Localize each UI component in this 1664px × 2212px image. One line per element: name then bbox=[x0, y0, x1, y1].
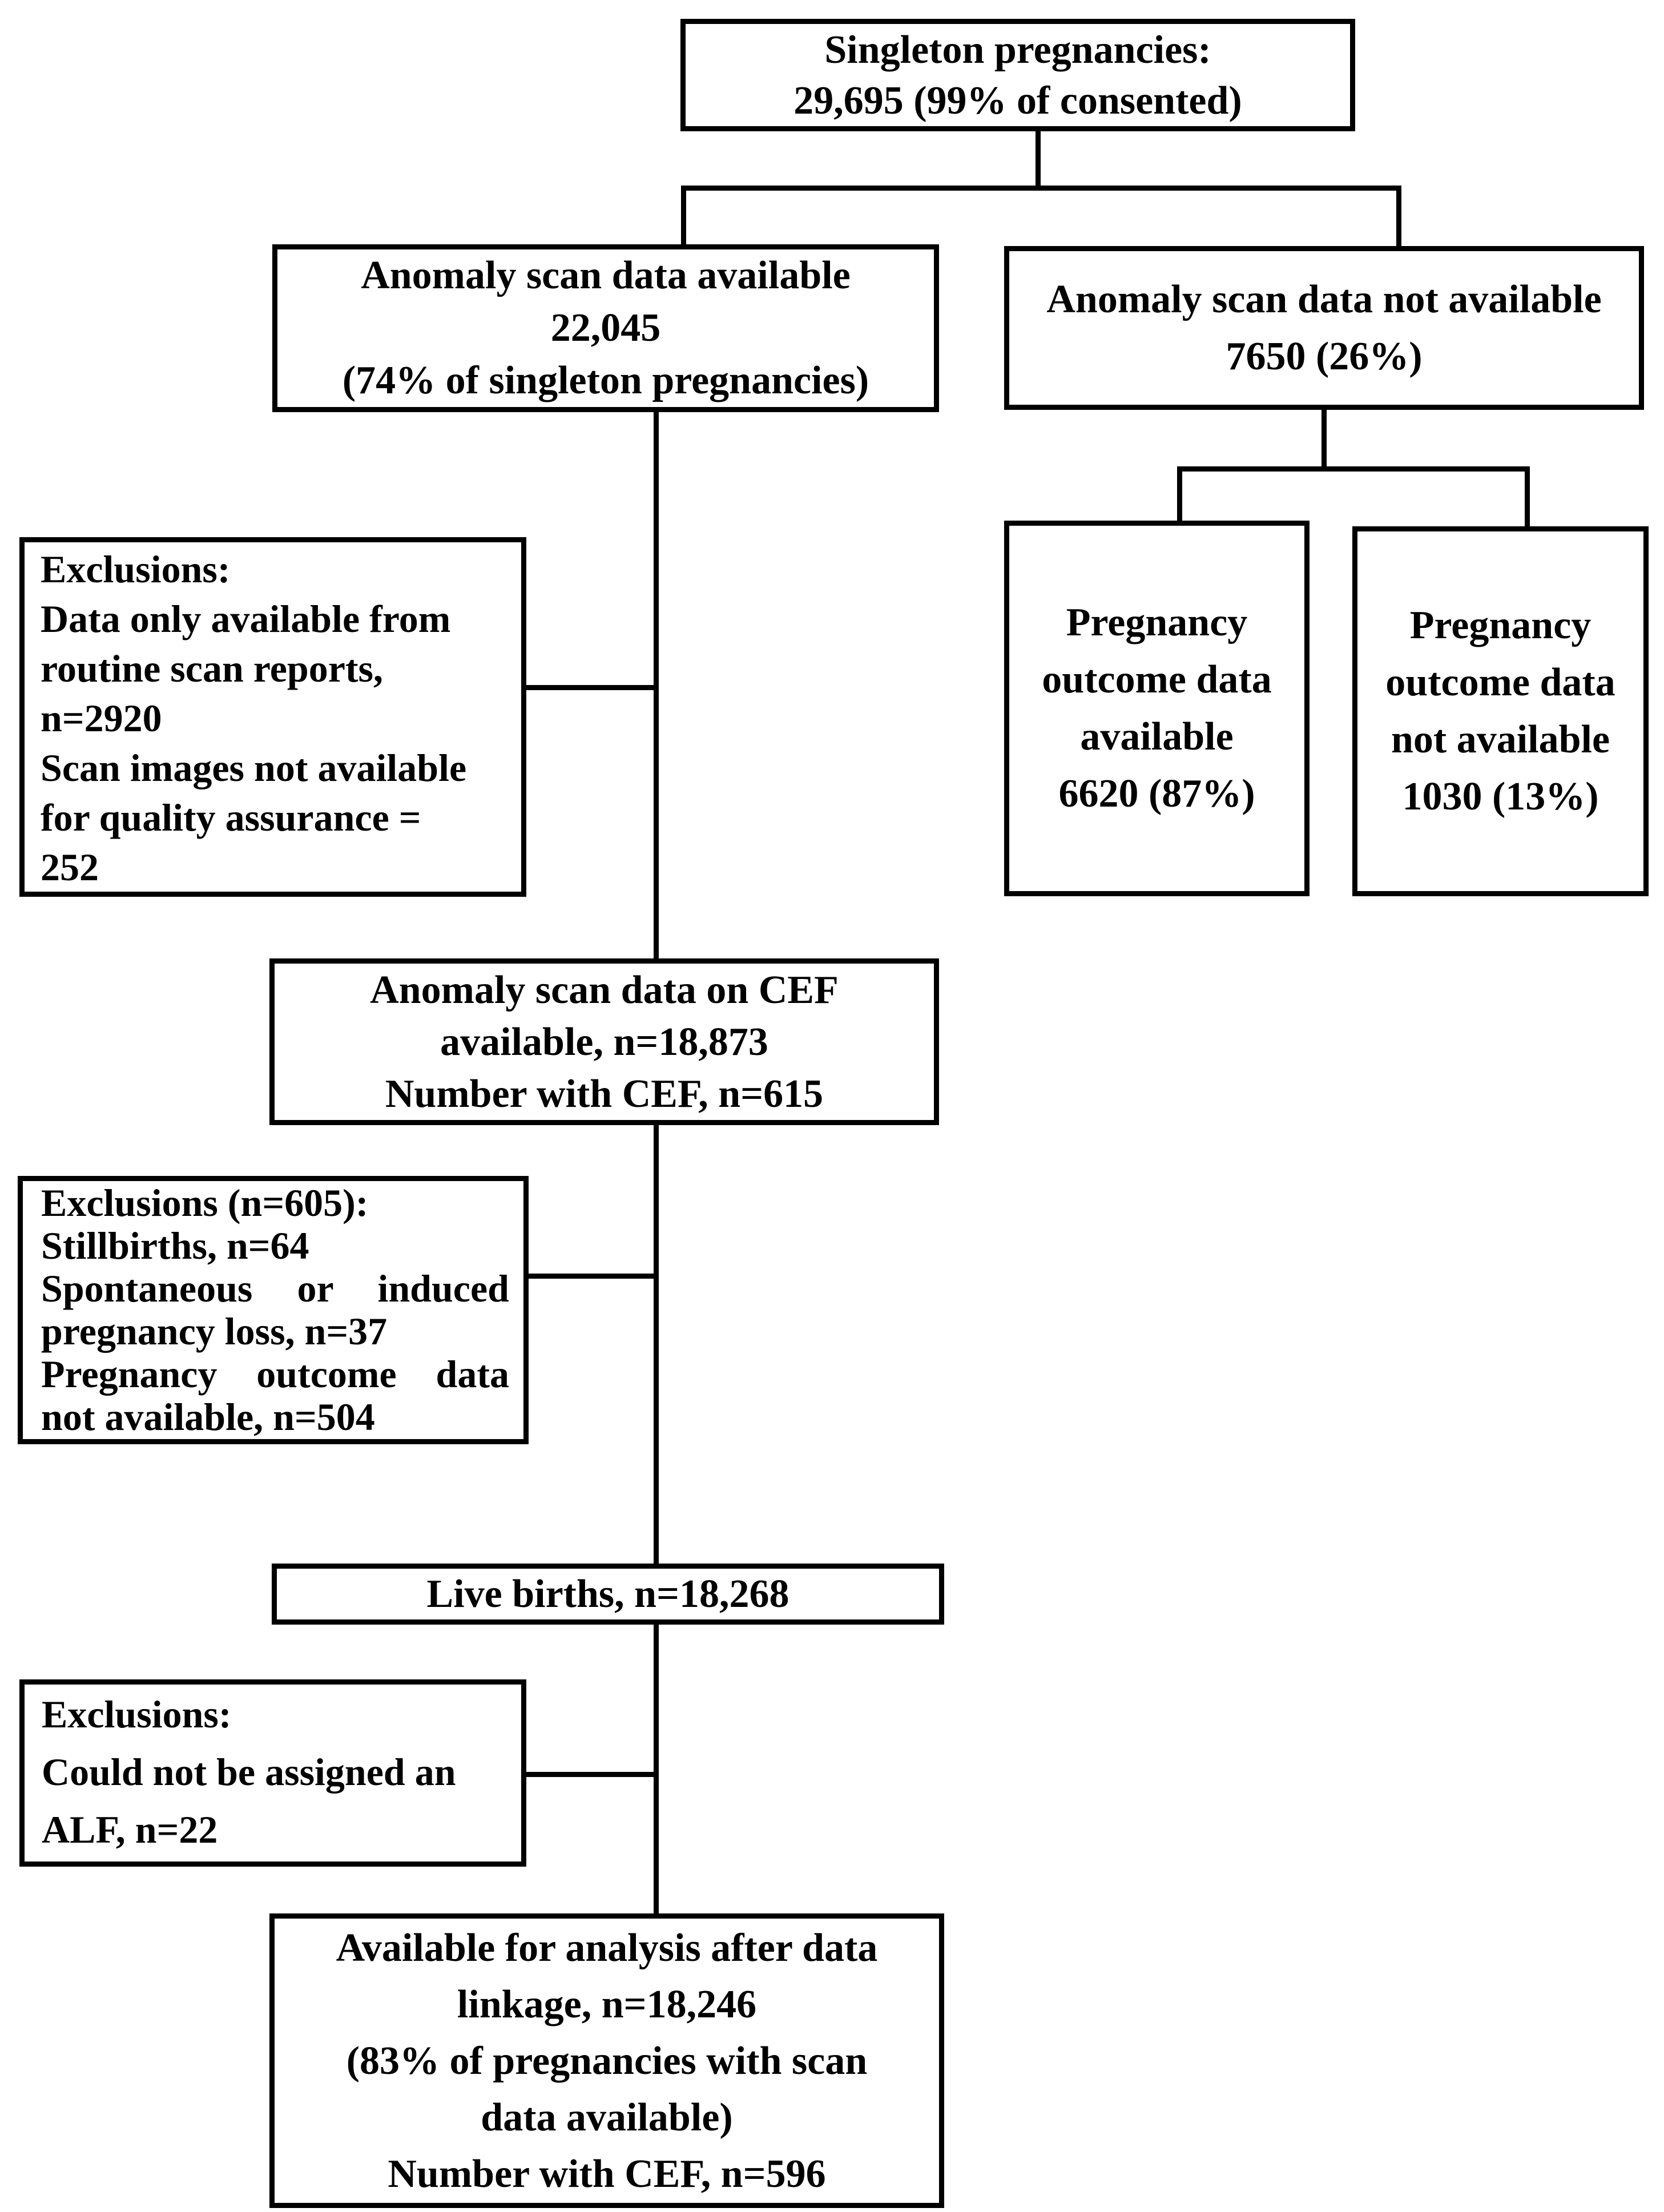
text-line: routine scan reports, bbox=[41, 647, 384, 690]
text-line: Data only available from bbox=[41, 597, 451, 640]
live-births-box: Live births, n=18,268 bbox=[272, 1564, 944, 1625]
text-line: Number with CEF, n=596 bbox=[388, 2151, 826, 2196]
connector-exclusions-3 bbox=[526, 1772, 659, 1777]
text-line: Spontaneous or induced bbox=[41, 1267, 509, 1310]
text-line: Exclusions (n=605): bbox=[41, 1181, 369, 1224]
text-line: Exclusions: bbox=[41, 547, 231, 591]
connector-top-stem bbox=[1036, 131, 1041, 191]
text-line: 7650 (26%) bbox=[1226, 334, 1423, 378]
connector-spine-2 bbox=[654, 1125, 659, 1564]
text-line: n=2920 bbox=[41, 696, 162, 740]
text-line: not available bbox=[1391, 718, 1610, 761]
text-line: Live births, n=18,268 bbox=[426, 1572, 789, 1616]
text-line: Scan images not available bbox=[41, 746, 467, 789]
text-line: (83% of pregnancies with scan bbox=[346, 2038, 868, 2083]
text-line: data available) bbox=[481, 2095, 733, 2140]
anomaly-scan-not-available-box: Anomaly scan data not available 7650 (26%… bbox=[1004, 246, 1644, 410]
pregnancy-outcome-available-box: Pregnancy outcome data available 6620 (87%) bbox=[1004, 521, 1310, 896]
text-line: Anomaly scan data on CEF bbox=[370, 968, 839, 1012]
connector-top-branch-horizontal bbox=[681, 186, 1401, 191]
singleton-pregnancies-box: Singleton pregnancies: 29,695 (99% of con… bbox=[680, 19, 1355, 131]
text-line: not available, n=504 bbox=[41, 1395, 375, 1439]
connector-right-branch-drop bbox=[1396, 186, 1401, 248]
text-line: Number with CEF, n=615 bbox=[385, 1071, 824, 1116]
text-line: linkage, n=18,246 bbox=[457, 1982, 757, 2026]
connector-right-stem bbox=[1321, 410, 1327, 469]
text-line: available, n=18,873 bbox=[440, 1020, 768, 1064]
connector-exclusions-1 bbox=[526, 685, 659, 690]
text-line: ALF, n=22 bbox=[42, 1808, 218, 1851]
text-line: Anomaly scan data not available bbox=[1046, 277, 1602, 321]
connector-outcome-available-drop bbox=[1177, 466, 1182, 522]
text-line: 1030 (13%) bbox=[1402, 775, 1599, 819]
text-line: Could not be assigned an bbox=[42, 1750, 456, 1794]
text-line: for quality assurance = bbox=[41, 796, 421, 839]
text-line: Pregnancy bbox=[1066, 601, 1248, 644]
text-line: Exclusions: bbox=[42, 1693, 232, 1736]
exclusions-alf-box: Exclusions: Could not be assigned an ALF, … bbox=[19, 1679, 526, 1867]
pregnancy-outcome-not-available-box: Pregnancy outcome data not available 1030 (… bbox=[1352, 526, 1649, 896]
text-line: Stillbirths, n=64 bbox=[41, 1224, 309, 1267]
connector-exclusions-2 bbox=[529, 1274, 659, 1279]
connector-left-branch-drop bbox=[681, 186, 686, 246]
connector-right-subbranch-horizontal bbox=[1177, 466, 1530, 472]
text-line: Anomaly scan data available bbox=[361, 253, 851, 297]
final-analysis-box: Available for analysis after data linkage… bbox=[269, 1913, 944, 2208]
text-line: Singleton pregnancies: bbox=[824, 27, 1211, 72]
text-line: Pregnancy outcome data bbox=[41, 1352, 509, 1396]
connector-spine-3 bbox=[654, 1625, 659, 1913]
text-line: outcome data bbox=[1042, 658, 1272, 702]
text-line: 6620 (87%) bbox=[1058, 772, 1255, 816]
connector-outcome-not-available-drop bbox=[1525, 466, 1530, 528]
text-line: pregnancy loss, n=37 bbox=[41, 1310, 388, 1353]
anomaly-scan-available-box: Anomaly scan data available 22,045 (74% of… bbox=[272, 244, 939, 412]
text-line: 22,045 bbox=[550, 306, 661, 350]
text-line: 29,695 (99% of consented) bbox=[793, 78, 1242, 123]
text-line: outcome data bbox=[1385, 660, 1615, 704]
text-line: Pregnancy bbox=[1409, 603, 1592, 647]
cef-available-box: Anomaly scan data on CEF available, n=18,… bbox=[269, 958, 939, 1125]
text-line: (74% of singleton pregnancies) bbox=[342, 358, 869, 402]
exclusions-scan-reports-box: Exclusions: Data only available from routi… bbox=[19, 537, 526, 897]
text-line: 252 bbox=[41, 845, 99, 889]
text-line: available bbox=[1080, 715, 1234, 759]
text-line: Available for analysis after data bbox=[336, 1925, 878, 1970]
